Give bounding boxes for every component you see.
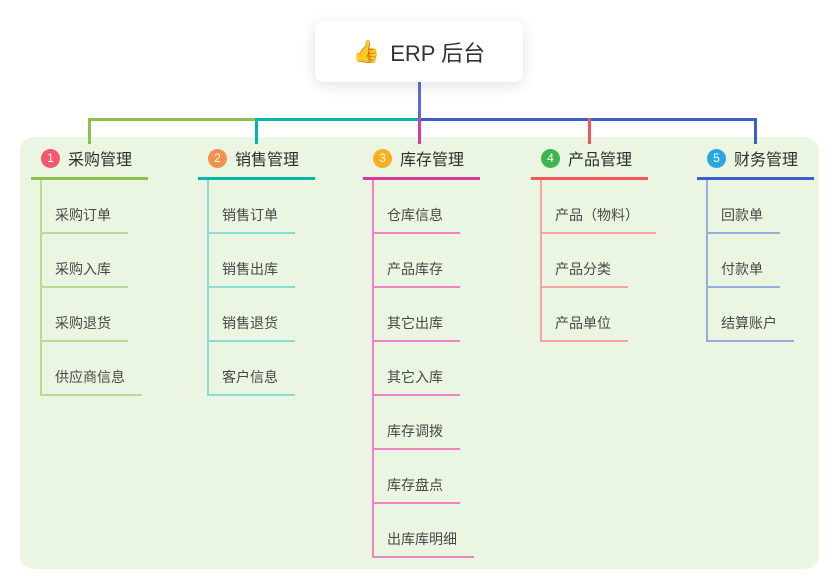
leaf-node: 采购入库 <box>42 234 148 288</box>
branch-number-badge: 4 <box>541 148 560 168</box>
leaf-node: 供应商信息 <box>42 342 148 396</box>
branch-drop-line <box>754 118 757 144</box>
leaf-node: 客户信息 <box>209 342 315 396</box>
leaf-node-label[interactable]: 销售出库 <box>209 259 295 288</box>
branch-children: 采购订单采购入库采购退货供应商信息 <box>40 180 148 396</box>
branch-header[interactable]: 3 库存管理 <box>363 146 480 180</box>
leaf-node: 产品（物料） <box>542 180 656 234</box>
leaf-node: 采购订单 <box>42 180 148 234</box>
branch-label: 财务管理 <box>734 152 799 169</box>
branch-number-badge: 1 <box>41 148 60 168</box>
leaf-node: 库存盘点 <box>374 450 480 504</box>
leaf-node-label[interactable]: 采购退货 <box>42 313 128 342</box>
branch-children: 回款单付款单结算账户 <box>706 180 814 342</box>
leaf-node: 结算账户 <box>708 288 814 342</box>
mindmap-background-panel <box>20 137 819 569</box>
leaf-node: 产品库存 <box>374 234 480 288</box>
leaf-node: 采购退货 <box>42 288 148 342</box>
branch-children: 仓库信息产品库存其它出库其它入库库存调拨库存盘点出库库明细 <box>372 180 480 558</box>
leaf-node-label[interactable]: 仓库信息 <box>374 205 460 234</box>
leaf-node: 其它出库 <box>374 288 480 342</box>
leaf-node: 库存调拨 <box>374 396 480 450</box>
leaf-node-label[interactable]: 库存调拨 <box>374 421 460 450</box>
branch-header[interactable]: 2 销售管理 <box>198 146 315 180</box>
branch-sales-management: 2 销售管理 销售订单销售出库销售退货客户信息 <box>198 146 315 396</box>
leaf-node-label[interactable]: 结算账户 <box>708 313 794 342</box>
leaf-node-label[interactable]: 库存盘点 <box>374 475 460 504</box>
branch-number-badge: 3 <box>373 148 392 168</box>
leaf-node-label[interactable]: 付款单 <box>708 259 780 288</box>
leaf-node-label[interactable]: 其它出库 <box>374 313 460 342</box>
thumbs-up-icon: 👍 <box>352 38 381 64</box>
root-connector-line <box>418 82 421 118</box>
branch-drop-line <box>88 118 91 144</box>
leaf-node: 仓库信息 <box>374 180 480 234</box>
leaf-node: 产品分类 <box>542 234 648 288</box>
branch-label: 销售管理 <box>235 152 300 169</box>
leaf-node-label[interactable]: 出库库明细 <box>374 529 474 558</box>
branch-children: 销售订单销售出库销售退货客户信息 <box>207 180 315 396</box>
trunk-line-segment-teal <box>257 118 419 121</box>
leaf-node-label[interactable]: 采购入库 <box>42 259 128 288</box>
leaf-node-label[interactable]: 产品分类 <box>542 259 628 288</box>
branch-number-badge: 2 <box>208 148 227 168</box>
leaf-node-label[interactable]: 产品单位 <box>542 313 628 342</box>
leaf-node-label[interactable]: 回款单 <box>708 205 780 234</box>
branch-header[interactable]: 1 采购管理 <box>31 146 148 180</box>
branch-drop-line <box>588 118 591 144</box>
branch-children: 产品（物料） 产品分类产品单位 <box>540 180 656 342</box>
leaf-node: 回款单 <box>708 180 814 234</box>
leaf-node-label[interactable]: 其它入库 <box>374 367 460 396</box>
leaf-node-label[interactable]: 客户信息 <box>209 367 295 396</box>
branch-finance-management: 5 财务管理 回款单付款单结算账户 <box>697 146 814 342</box>
branch-number-badge: 5 <box>707 148 726 168</box>
leaf-node: 销售出库 <box>209 234 315 288</box>
leaf-node: 其它入库 <box>374 342 480 396</box>
branch-drop-line <box>255 118 258 144</box>
branch-header[interactable]: 5 财务管理 <box>697 146 814 180</box>
leaf-node: 付款单 <box>708 234 814 288</box>
leaf-node: 销售订单 <box>209 180 315 234</box>
branch-product-management: 4 产品管理 产品（物料） 产品分类产品单位 <box>531 146 656 342</box>
leaf-node-label[interactable]: 销售退货 <box>209 313 295 342</box>
leaf-node-label[interactable]: 销售订单 <box>209 205 295 234</box>
branch-label: 采购管理 <box>68 152 133 169</box>
trunk-line-segment-green <box>88 118 257 121</box>
branch-drop-line <box>418 118 421 144</box>
leaf-node-label[interactable]: 产品（物料） <box>542 205 656 234</box>
root-node[interactable]: 👍 ERP 后台 <box>315 21 523 82</box>
branch-inventory-management: 3 库存管理 仓库信息产品库存其它出库其它入库库存调拨库存盘点出库库明细 <box>363 146 480 558</box>
leaf-node: 出库库明细 <box>374 504 480 558</box>
leaf-node-label[interactable]: 采购订单 <box>42 205 128 234</box>
branch-purchase-management: 1 采购管理 采购订单采购入库采购退货供应商信息 <box>31 146 148 396</box>
branch-label: 库存管理 <box>400 152 465 169</box>
branch-header[interactable]: 4 产品管理 <box>531 146 648 180</box>
branch-label: 产品管理 <box>568 152 633 169</box>
leaf-node: 销售退货 <box>209 288 315 342</box>
leaf-node: 产品单位 <box>542 288 648 342</box>
root-node-label: ERP 后台 <box>390 40 486 66</box>
leaf-node-label[interactable]: 供应商信息 <box>42 367 142 396</box>
leaf-node-label[interactable]: 产品库存 <box>374 259 460 288</box>
